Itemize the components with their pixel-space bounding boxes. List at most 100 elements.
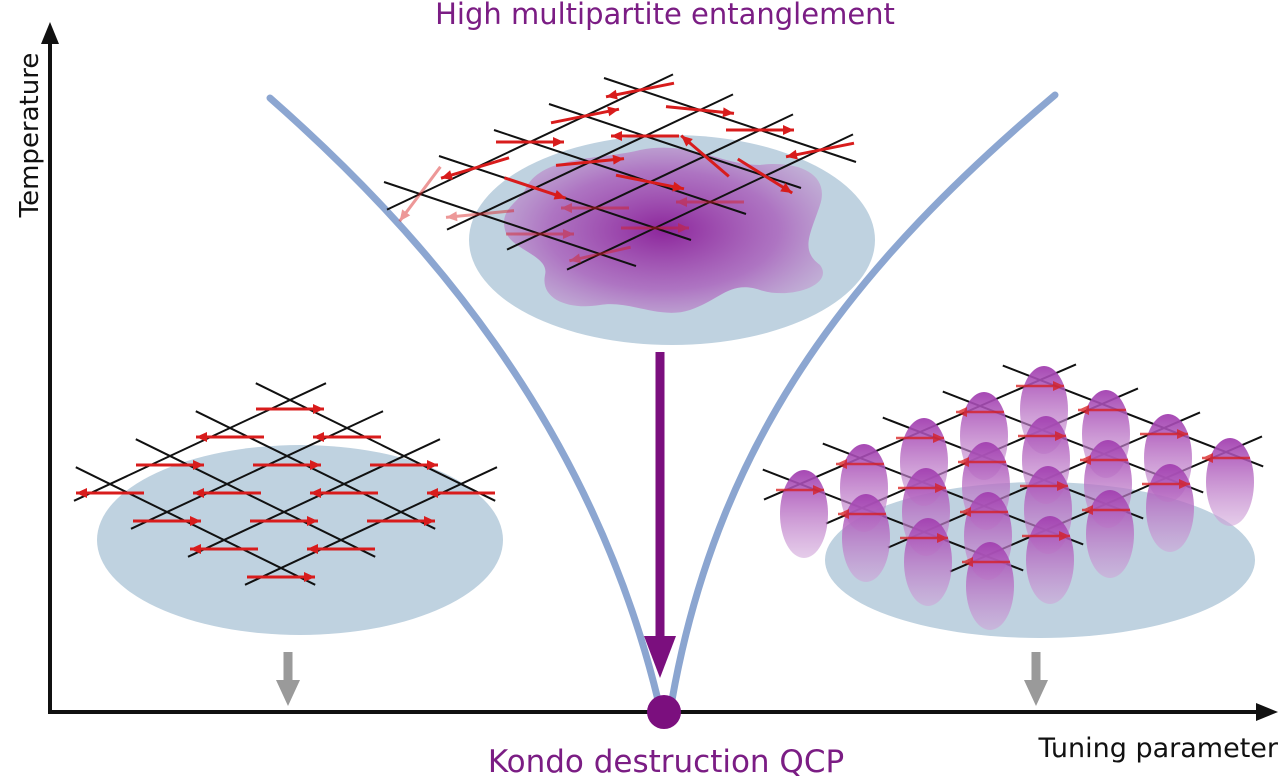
spin-arrow-group — [836, 459, 884, 469]
spin-arrow — [956, 407, 1004, 417]
spin-arrow-group — [1018, 431, 1066, 441]
lattice-line — [255, 382, 496, 502]
spin-arrow — [310, 488, 378, 498]
spin-arrow-group — [506, 229, 574, 239]
lattice-line — [75, 466, 316, 586]
grey-down-arrow-left — [276, 652, 300, 706]
lattice-line — [244, 466, 498, 586]
kondo-singlet-cloud — [966, 542, 1014, 630]
spin-arrow — [247, 572, 315, 582]
spin-arrow — [76, 488, 144, 498]
spin-arrow — [307, 544, 375, 554]
spin-arrow — [569, 245, 631, 264]
lattice-line — [566, 133, 854, 271]
spin-arrow-group — [898, 483, 946, 493]
spin-arrow — [398, 165, 442, 223]
spin-arrow-group — [680, 134, 730, 178]
spin-arrow-group — [561, 203, 629, 213]
lattice-line — [493, 129, 747, 215]
spin-arrow — [1142, 479, 1190, 489]
critical-point-label: Kondo destruction QCP — [487, 744, 845, 780]
spin-arrow — [962, 557, 1010, 567]
spin-arrow-group — [569, 245, 631, 264]
spin-arrow — [256, 404, 324, 414]
spin-arrow — [896, 433, 944, 443]
spin-arrow — [1140, 429, 1188, 439]
lattice-line — [603, 77, 857, 163]
spin-arrow — [190, 544, 258, 554]
spin-arrow — [898, 483, 946, 493]
spin-arrow-group — [1022, 531, 1070, 541]
right-boundary-curve — [668, 91, 1059, 704]
spin-arrow-group — [440, 156, 510, 180]
spin-arrow-group — [1140, 429, 1188, 439]
spin-arrow-group — [1016, 381, 1064, 391]
spin-arrow — [776, 485, 824, 495]
spin-arrow — [193, 488, 261, 498]
lattice-line — [195, 410, 436, 530]
spin-arrow — [253, 460, 321, 470]
spin-arrow — [133, 516, 201, 526]
spin-arrow — [367, 516, 435, 526]
y-axis-label: Temperature — [15, 52, 45, 218]
spin-arrow-group — [445, 209, 515, 222]
spin-arrow-group — [605, 81, 675, 100]
spin-arrow-group — [838, 509, 886, 519]
spin-arrow-group — [496, 137, 564, 147]
spin-arrow — [440, 156, 510, 180]
title-label: High multipartite entanglement — [435, 0, 895, 31]
spin-arrow-group — [737, 157, 793, 195]
lattice-line — [73, 382, 327, 502]
spin-arrow-group — [776, 485, 824, 495]
cooling-arrow — [644, 352, 676, 678]
spin-arrow — [496, 137, 564, 147]
spin-arrow — [737, 157, 793, 195]
spin-arrow — [615, 173, 685, 192]
spin-arrow — [250, 516, 318, 526]
kondo-singlet-lattice-icon — [762, 363, 1264, 638]
spin-arrow — [665, 105, 735, 118]
spin-arrow-group — [900, 533, 948, 543]
entangled-spin-cloud-icon — [383, 73, 875, 345]
spin-arrow — [561, 203, 629, 213]
kondo-singlet-cloud — [1146, 464, 1194, 552]
spin-arrow-group — [896, 433, 944, 443]
spin-arrow — [1202, 453, 1250, 463]
left-boundary-curve — [266, 94, 662, 704]
spin-arrow — [503, 176, 567, 200]
lattice-line — [135, 438, 376, 558]
spin-arrow — [550, 106, 620, 125]
spin-arrow — [445, 209, 515, 222]
kondo-singlet-cloud — [1026, 516, 1074, 604]
kondo-singlet-cloud — [842, 494, 890, 582]
spin-arrow — [1022, 531, 1070, 541]
spin-arrow-group — [1078, 405, 1126, 415]
spin-arrow — [958, 457, 1006, 467]
lattice-line — [383, 181, 637, 267]
spin-arrow — [785, 141, 855, 160]
spin-arrow-group — [1082, 505, 1130, 515]
spin-arrow — [136, 460, 204, 470]
spin-arrow-group — [503, 176, 567, 200]
spin-arrow-group — [960, 507, 1008, 517]
spin-arrow-group — [611, 131, 679, 141]
spin-arrow-group — [1142, 479, 1190, 489]
spin-arrow — [1016, 381, 1064, 391]
spin-arrow — [611, 131, 679, 141]
spin-arrow — [960, 507, 1008, 517]
critical-point-dot — [647, 695, 681, 729]
spin-arrow — [196, 432, 264, 442]
spin-arrow — [427, 488, 495, 498]
spin-arrow-group — [958, 457, 1006, 467]
spin-arrow — [1078, 405, 1126, 415]
phase-boundary-curves — [266, 91, 1059, 704]
spin-arrow-group — [398, 165, 442, 223]
kondo-singlet-cloud — [904, 518, 952, 606]
spin-arrow — [1018, 431, 1066, 441]
spin-arrow — [506, 229, 574, 239]
spin-arrow — [1080, 455, 1128, 465]
x-axis-label: Tuning parameter — [1038, 733, 1279, 764]
kondo-singlet-cloud — [1206, 438, 1254, 526]
spin-arrow-group — [785, 141, 855, 160]
